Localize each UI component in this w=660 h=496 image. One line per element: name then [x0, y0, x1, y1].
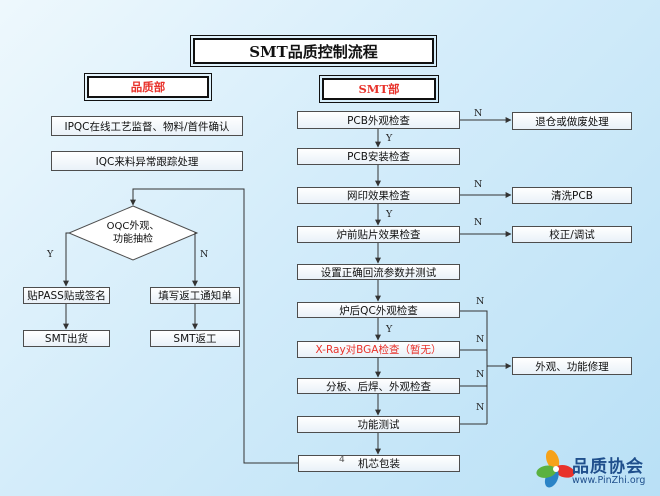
yes-label: Y	[386, 133, 393, 144]
step-depanel-inspect: 分板、后焊、外观检查	[297, 378, 460, 394]
rework-notice-step: 填写返工通知单	[150, 287, 240, 304]
no-label: N	[474, 108, 483, 119]
no-label: N	[476, 334, 485, 345]
smt-rework-step: SMT返工	[150, 330, 240, 347]
yes-label: Y	[386, 324, 393, 335]
step-packaging: 机芯包装	[298, 455, 460, 472]
no-label: N	[474, 217, 483, 228]
action-clean-pcb: 清洗PCB	[512, 187, 632, 204]
iqc-step: IQC来料异常跟踪处理	[51, 151, 243, 171]
step-pcb-install: PCB安装检查	[297, 148, 460, 165]
step-xray-bga: X-Ray对BGA检查（暂无）	[297, 341, 460, 358]
step-post-reflow-qc: 炉后QC外观检查	[297, 302, 460, 318]
step-function-test: 功能测试	[297, 416, 460, 433]
ipqc-step: IPQC在线工艺监督、物料/首件确认	[51, 116, 243, 136]
logo-flower-icon	[536, 449, 575, 488]
logo-url: www.PinZhi.org	[572, 475, 646, 486]
oqc-decision-line1: OQC外观、	[106, 221, 160, 232]
pass-sticker-step: 贴PASS贴或签名	[23, 287, 110, 304]
page-title: SMT品质控制流程	[190, 35, 437, 67]
no-label: N	[474, 179, 483, 190]
action-calibrate: 校正/调试	[512, 226, 632, 243]
step-pre-reflow-mount: 炉前贴片效果检查	[297, 226, 460, 243]
no-label: N	[476, 369, 485, 380]
action-return-scrap: 退仓或做废处理	[512, 112, 632, 130]
yes-label: Y	[386, 209, 393, 220]
page-number: 4	[339, 455, 345, 465]
logo-name: 品质协会	[572, 457, 644, 477]
smt-dept-header: SMT部	[319, 75, 439, 103]
no-label: N	[476, 402, 485, 413]
quality-dept-header: 品质部	[84, 73, 212, 101]
step-reflow-params: 设置正确回流参数并测试	[297, 264, 460, 280]
oqc-decision-line2: 功能抽检	[113, 234, 153, 245]
decision-no-label: N	[200, 249, 209, 260]
no-label: N	[476, 296, 485, 307]
decision-yes-label: Y	[47, 249, 54, 260]
smt-ship-step: SMT出货	[23, 330, 110, 347]
step-print-effect: 网印效果检查	[297, 187, 460, 204]
action-repair: 外观、功能修理	[512, 357, 632, 375]
step-pcb-appearance: PCB外观检查	[297, 111, 460, 129]
